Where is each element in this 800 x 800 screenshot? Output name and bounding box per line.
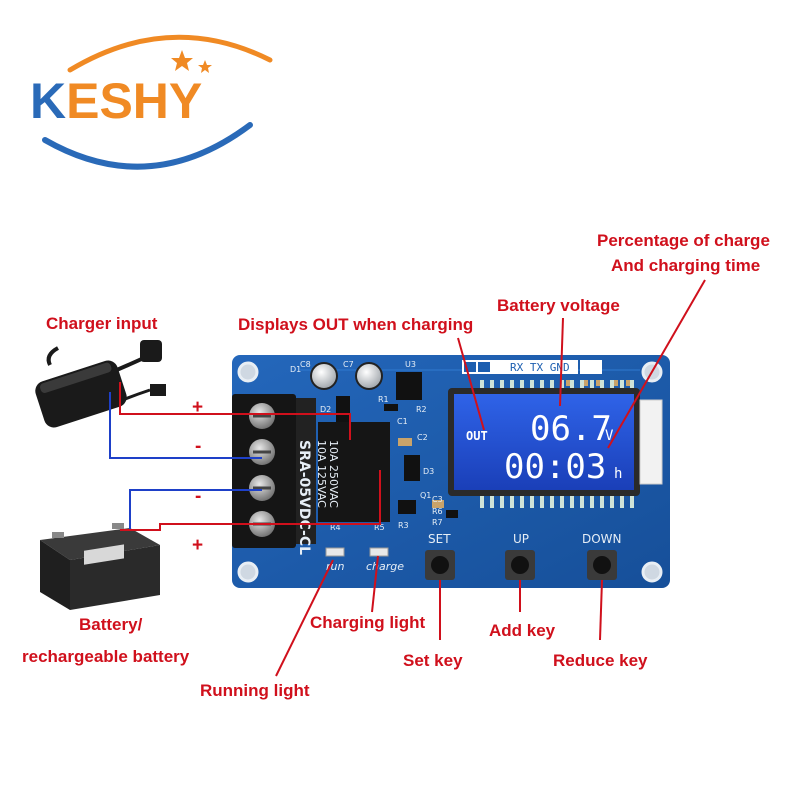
label-displays-out: Displays OUT when charging <box>238 315 473 334</box>
silkscreen: D1 C8 C7 U3 D2 R1 R2 C1 C2 D3 Q1 C3 R6 R… <box>290 360 443 532</box>
silk-c3: C3 <box>432 495 443 504</box>
silk-r6: R6 <box>432 507 443 516</box>
silk-u3: U3 <box>405 360 416 369</box>
minus-sign-bottom: - <box>195 486 201 507</box>
lcd-pins-bottom <box>480 494 634 508</box>
label-set-key: Set key <box>403 651 463 670</box>
silk-r1: R1 <box>378 395 389 404</box>
label-reduce-key: Reduce key <box>553 651 648 670</box>
lcd-voltage-unit: V <box>605 428 614 444</box>
silk-r2: R2 <box>416 405 427 414</box>
header-label: RX TX GND <box>510 361 570 374</box>
brand-rest: ESHY <box>66 73 202 129</box>
lcd-out-indicator: OUT <box>466 429 488 443</box>
silk-c7: C7 <box>343 360 354 369</box>
relay-rating-2: 10A 125VAC <box>315 440 328 508</box>
silk-c1: C1 <box>397 417 408 426</box>
callout-lines <box>275 279 706 677</box>
battery <box>40 523 160 610</box>
down-button-label: DOWN <box>582 532 622 546</box>
minus-sign-top: - <box>195 436 201 457</box>
plus-sign-bottom: + <box>192 535 203 556</box>
charger-adapter <box>35 340 166 428</box>
relay-rating-1: 10A 250VAC <box>327 440 340 508</box>
silk-d2: D2 <box>320 405 331 414</box>
label-percentage-of-charge: Percentage of charge <box>597 231 770 250</box>
label-running-light: Running light <box>200 681 310 700</box>
silk-r3: R3 <box>398 521 409 530</box>
label-add-key: Add key <box>489 621 556 640</box>
silk-c2: C2 <box>417 433 428 442</box>
label-battery: Battery/ <box>79 615 143 634</box>
relay-model: SRA-05VDC-CL <box>296 440 312 555</box>
lcd-display: OUT 06.7 V 00:03 h <box>448 388 663 496</box>
silk-r7: R7 <box>432 518 443 527</box>
silk-r4: R4 <box>330 523 341 532</box>
silk-d3: D3 <box>423 467 434 476</box>
set-button-label: SET <box>428 532 451 546</box>
annotations: Percentage of charge And charging time B… <box>22 231 770 700</box>
brand-logo: KESHY <box>30 34 273 170</box>
silk-c8: C8 <box>300 360 311 369</box>
up-button[interactable] <box>505 550 535 580</box>
polarity-signs: + - - + <box>192 397 203 556</box>
label-charging-time: And charging time <box>611 256 760 275</box>
set-button[interactable] <box>425 550 455 580</box>
lcd-pins-top <box>480 380 634 392</box>
relay: 10A 250VAC 10A 125VAC SRA-05VDC-CL <box>296 422 390 555</box>
brand-initial: K <box>30 73 66 129</box>
label-charger-input: Charger input <box>46 314 158 333</box>
up-button-label: UP <box>513 532 529 546</box>
silk-d1: D1 <box>290 365 301 374</box>
silk-q1: Q1 <box>420 491 431 500</box>
uart-header: RX TX GND <box>462 360 602 374</box>
label-charging-light: Charging light <box>310 613 426 632</box>
svg-text:KESHY: KESHY <box>30 73 202 129</box>
pcb-board: 10A 250VAC 10A 125VAC SRA-05VDC-CL D1 C8… <box>232 355 670 588</box>
plus-sign-top: + <box>192 397 203 418</box>
lcd-time-value: 00:03 <box>504 447 606 487</box>
terminal-block <box>232 394 316 548</box>
wiring <box>109 382 381 531</box>
label-battery-voltage: Battery voltage <box>497 296 620 315</box>
down-button[interactable] <box>587 550 617 580</box>
lcd-voltage-value: 06.7 <box>530 409 612 449</box>
silk-charge: charge <box>366 560 404 573</box>
lcd-time-unit: h <box>614 466 622 482</box>
label-rechargeable-battery: rechargeable battery <box>22 647 190 666</box>
silk-r5: R5 <box>374 523 385 532</box>
